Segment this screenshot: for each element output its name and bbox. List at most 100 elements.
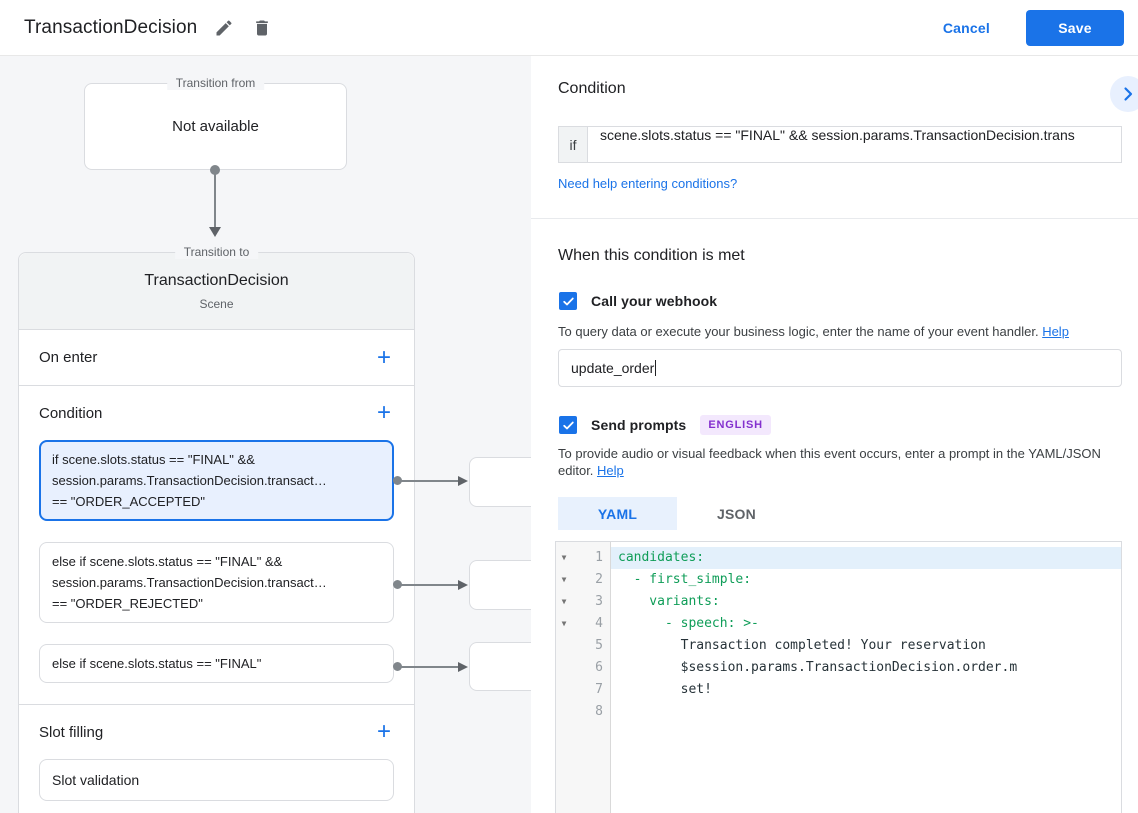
- transition-to-legend: Transition to: [174, 245, 259, 259]
- webhook-checkbox[interactable]: [559, 292, 577, 310]
- transition-from-content: Not available: [172, 118, 259, 135]
- line-number: 1: [595, 550, 603, 565]
- event-handler-input[interactable]: update_order: [558, 349, 1122, 387]
- yaml-editor: ▼ 1 ▼ 2 ▼ 3 ▼ 4 ▼ 5 ▼ 6 ▼ 7 ▼ 8 candidat…: [555, 541, 1122, 813]
- scene-subtitle: Scene: [199, 297, 234, 311]
- collapse-panel-button[interactable]: [1110, 76, 1138, 112]
- tab-json[interactable]: JSON: [717, 505, 756, 522]
- delete-button[interactable]: [243, 9, 281, 47]
- webhook-help-link[interactable]: Help: [1042, 324, 1069, 339]
- add-on-enter-button[interactable]: +: [370, 344, 398, 372]
- on-enter-label: On enter: [39, 349, 98, 366]
- transition-target-box[interactable]: [469, 642, 531, 691]
- transition-target-box[interactable]: [469, 457, 531, 507]
- code-line: candidates:: [611, 547, 1121, 569]
- prompts-label: Send prompts: [591, 417, 687, 433]
- connector-line: [397, 480, 459, 482]
- add-slot-button[interactable]: +: [370, 718, 398, 746]
- transition-from-box: Transition from Not available: [84, 76, 347, 170]
- condition-input-row: if scene.slots.status == "FINAL" && sess…: [558, 126, 1122, 163]
- condition-card[interactable]: if scene.slots.status == "FINAL" &&sessi…: [39, 440, 394, 521]
- gutter-row: ▼ 5: [556, 635, 610, 657]
- fold-arrow-icon[interactable]: ▼: [561, 553, 567, 562]
- condition-editor-panel: Condition if scene.slots.status == "FINA…: [531, 56, 1138, 813]
- checkmark-icon: [562, 421, 574, 429]
- connector-arrowhead-icon: [209, 227, 221, 237]
- panel-title: Condition: [558, 80, 626, 97]
- webhook-label: Call your webhook: [591, 293, 718, 309]
- line-number: 2: [595, 572, 603, 587]
- chevron-right-icon: [1124, 87, 1133, 101]
- if-label: if: [558, 126, 587, 163]
- language-badge: ENGLISH: [700, 415, 771, 435]
- tab-yaml[interactable]: YAML: [558, 497, 677, 530]
- code-line: [611, 701, 1121, 723]
- condition-label: Condition: [39, 404, 103, 422]
- when-met-title: When this condition is met: [558, 247, 745, 264]
- edit-button[interactable]: [205, 9, 243, 47]
- line-number: 6: [595, 660, 603, 675]
- code-line: variants:: [618, 594, 720, 609]
- webhook-checkbox-row: Call your webhook: [559, 292, 717, 310]
- line-number: 8: [595, 704, 603, 719]
- add-condition-button[interactable]: +: [370, 399, 398, 427]
- save-button[interactable]: Save: [1026, 9, 1124, 46]
- cancel-button[interactable]: Cancel: [931, 12, 1002, 44]
- condition-section: Condition + if scene.slots.status == "FI…: [19, 386, 414, 705]
- transition-target-box[interactable]: [469, 560, 531, 610]
- prompts-description: To provide audio or visual feedback when…: [558, 445, 1114, 479]
- text-caret: [655, 360, 657, 376]
- webhook-description: To query data or execute your business l…: [558, 323, 1069, 340]
- condition-list: if scene.slots.status == "FINAL" &&sessi…: [19, 440, 414, 683]
- fold-arrow-icon[interactable]: ▼: [561, 575, 567, 584]
- transition-to-card: Transition to TransactionDecision Scene …: [18, 245, 415, 813]
- webhook-description-text: To query data or execute your business l…: [558, 324, 1043, 339]
- line-number: 7: [595, 682, 603, 697]
- prompts-checkbox-row: Send prompts ENGLISH: [559, 415, 771, 435]
- prompts-checkbox[interactable]: [559, 416, 577, 434]
- top-bar: TransactionDecision Cancel Save: [0, 0, 1138, 56]
- code-line: - speech: >-: [618, 616, 759, 631]
- line-number: 3: [595, 594, 603, 609]
- checkmark-icon: [562, 297, 574, 305]
- condition-card[interactable]: else if scene.slots.status == "FINAL" &&…: [39, 542, 394, 623]
- editor-format-tabs: YAML JSON: [558, 497, 796, 530]
- connector-arrowhead-icon: [458, 476, 468, 486]
- connector-arrowhead-icon: [458, 580, 468, 590]
- scene-title: TransactionDecision: [144, 272, 289, 289]
- conditions-help-link[interactable]: Need help entering conditions?: [558, 176, 738, 191]
- connector-arrowhead-icon: [458, 662, 468, 672]
- transition-from-legend: Transition from: [166, 76, 265, 90]
- condition-section-header: Condition +: [19, 386, 414, 440]
- code-line: set!: [618, 682, 712, 697]
- trash-icon: [256, 20, 269, 35]
- pencil-icon: [216, 19, 232, 35]
- gutter-row: ▼ 1: [556, 547, 610, 569]
- gutter-row: ▼ 2: [556, 569, 610, 591]
- page-title: TransactionDecision: [24, 16, 198, 38]
- editor-gutter: ▼ 1 ▼ 2 ▼ 3 ▼ 4 ▼ 5 ▼ 6 ▼ 7 ▼ 8: [556, 542, 611, 813]
- connector-line: [397, 584, 459, 586]
- flow-canvas: Transition from Not available Transition…: [0, 56, 531, 813]
- on-enter-row: On enter +: [19, 330, 414, 386]
- code-line: Transaction completed! Your reservation: [618, 638, 986, 653]
- section-divider: [531, 218, 1138, 219]
- prompts-help-link[interactable]: Help: [597, 463, 624, 478]
- slot-validation-card[interactable]: Slot validation: [39, 759, 394, 801]
- fold-arrow-icon[interactable]: ▼: [561, 619, 567, 628]
- gutter-row: ▼ 8: [556, 701, 610, 723]
- gutter-row: ▼ 7: [556, 679, 610, 701]
- gutter-row: ▼ 6: [556, 657, 610, 679]
- code-line: $session.params.TransactionDecision.orde…: [618, 660, 1018, 675]
- line-number: 5: [595, 638, 603, 653]
- condition-card[interactable]: else if scene.slots.status == "FINAL": [39, 644, 394, 683]
- fold-arrow-icon[interactable]: ▼: [561, 597, 567, 606]
- prompts-description-text: To provide audio or visual feedback when…: [558, 446, 1101, 478]
- condition-expression-input[interactable]: scene.slots.status == "FINAL" && session…: [587, 126, 1122, 163]
- connector-line: [397, 666, 459, 668]
- slot-filling-label: Slot filling: [39, 723, 104, 741]
- event-handler-value: update_order: [571, 360, 655, 376]
- editor-code-area[interactable]: candidates: - first_simple: variants: - …: [611, 542, 1121, 813]
- line-number: 4: [595, 616, 603, 631]
